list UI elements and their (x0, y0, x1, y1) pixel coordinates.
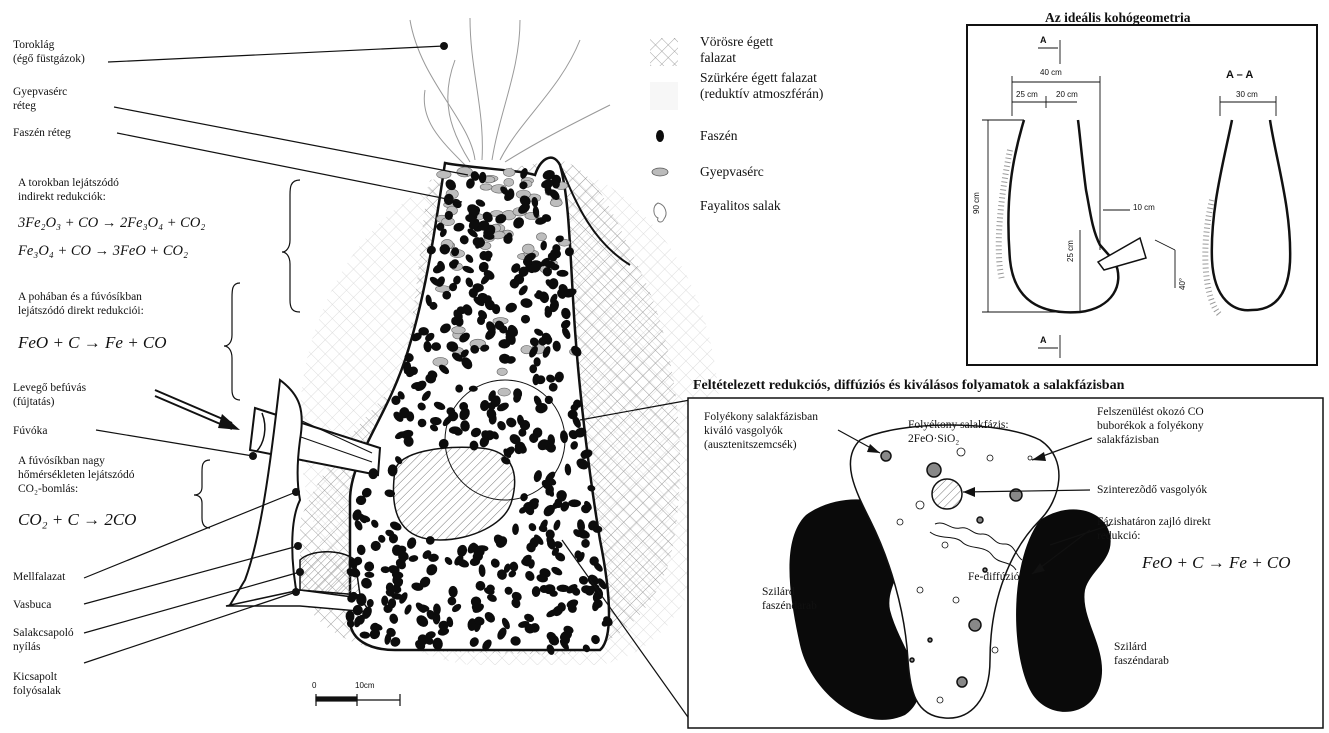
cut-mark-bottom: A (1040, 335, 1047, 345)
ore-particle (480, 184, 492, 190)
label-sintering: Szinterezõdő vasgolyók (1097, 483, 1207, 497)
iron-droplet (916, 501, 924, 509)
iron-droplet (987, 455, 993, 461)
dim-25cm-height: 25 cm (1066, 240, 1075, 262)
legend-fayalite-slag: Fayalitos salak (700, 198, 781, 214)
dim-40deg: 40° (1178, 278, 1187, 290)
label-bloom: Vasbuca (13, 598, 51, 612)
geometry-frame (967, 25, 1317, 365)
ore-particle (522, 244, 534, 254)
scale-bar (316, 694, 400, 706)
charcoal-icon (656, 130, 664, 142)
label-fe-diffusion: Fe-diffúzió (968, 570, 1020, 584)
dim-20cm: 20 cm (1056, 90, 1078, 99)
slag-icon (654, 203, 666, 222)
ore-particle (503, 169, 515, 177)
legend-icons (650, 38, 678, 222)
dim-40cm: 40 cm (1040, 68, 1062, 77)
legend-charcoal: Faszén (700, 128, 738, 144)
eq-boundary: FeO + C → Fe + CO (1142, 553, 1291, 573)
ore-particle (498, 388, 510, 396)
geometry-title: Az ideális kohógeometria (1045, 10, 1190, 26)
label-slag-phase: Folyékony salakfázis:2FeO·SiO₂ (908, 418, 1009, 446)
iron-droplet (969, 619, 981, 631)
label-tuyere: Fúvóka (13, 424, 48, 438)
ore-particle (536, 233, 546, 241)
iron-droplet (910, 658, 914, 662)
charcoal-particle (449, 426, 461, 434)
iron-droplet (957, 448, 965, 456)
label-solid-charcoal-right: Szilárdfaszéndarab (1114, 640, 1169, 668)
bog-ore-icon (652, 168, 668, 176)
label-air-blast: Levegő befúvás(fújtatás) (13, 381, 86, 409)
iron-droplet (977, 517, 983, 523)
legend-grey-burnt-wall: Szürkére égett falazat(reduktív atmoszfé… (700, 70, 823, 102)
process-title: Feltételezett redukciós, diffúziós és ki… (693, 378, 1124, 394)
charcoal-particle (445, 211, 453, 220)
eq-direct: FeO + C → Fe + CO (18, 333, 167, 353)
ore-particle (452, 326, 466, 333)
eq-indirect-2: Fe₃O₄ + CO → 3FeO + CO₂ (18, 243, 188, 260)
label-charcoal-layer: Faszén réteg (13, 126, 71, 140)
legend-bog-ore: Gyepvasérc (700, 164, 764, 180)
iron-droplet (1028, 456, 1032, 460)
iron-droplet (881, 451, 891, 461)
label-front-wall: Mellfalazat (13, 570, 65, 584)
ore-particle (504, 178, 514, 186)
flue-gas-lines (410, 18, 610, 165)
label-tapped-slag: Kicsapoltfolyósalak (13, 670, 61, 698)
ore-particle (550, 199, 562, 207)
ore-particle (497, 368, 507, 375)
cut-mark-top: A (1040, 35, 1047, 45)
sintering-ball (932, 479, 962, 509)
label-iron-droplets: Folyékony salakfázisbankiváló vasgolyók(… (704, 410, 818, 452)
iron-droplet (953, 597, 959, 603)
scale-zero: 0 (312, 681, 316, 690)
label-tap-hole: Salakcsapolónyílás (13, 626, 74, 654)
dim-25cm: 25 cm (1016, 90, 1038, 99)
legend-red-burnt-wall: Vörösre égettfalazat (700, 34, 773, 66)
label-bog-ore-layer: Gyepvasércréteg (13, 85, 67, 113)
label-co2-title: A fúvósíkban nagyhőmérsékleten lejátszód… (18, 454, 135, 496)
iron-droplet (937, 697, 943, 703)
label-co-bubbles: Felszenülést okozó CObuborékok a folyéko… (1097, 405, 1204, 447)
iron-droplet (897, 519, 903, 525)
iron-droplet (927, 463, 941, 477)
scale-ten: 10cm (355, 681, 375, 690)
ore-particle (457, 167, 473, 177)
iron-droplet (917, 587, 923, 593)
iron-droplet (942, 542, 948, 548)
iron-droplet (928, 638, 932, 642)
air-blast-arrow (155, 390, 240, 430)
crosshatch-icon (650, 38, 678, 66)
label-toroklang: Toroklág(égő füstgázok) (13, 38, 85, 66)
label-direct-title: A pohában és a fúvósíkbanlejátszódó dire… (18, 290, 144, 318)
eq-indirect-1: 3Fe₂O₃ + CO → 2Fe₃O₄ + CO₂ (18, 215, 205, 232)
eq-co2: CO₂ + C → 2CO (18, 510, 136, 530)
iron-droplet (957, 677, 967, 687)
iron-droplet (992, 647, 998, 653)
dim-30cm: 30 cm (1236, 90, 1258, 99)
dim-90cm: 90 cm (972, 192, 981, 214)
dim-10cm: 10 cm (1133, 203, 1155, 212)
geometry-inset (967, 25, 1317, 365)
charcoal-particle (549, 590, 557, 596)
blank-swatch-icon (650, 82, 678, 110)
section-label: A – A (1226, 69, 1253, 81)
furnace (155, 18, 720, 665)
